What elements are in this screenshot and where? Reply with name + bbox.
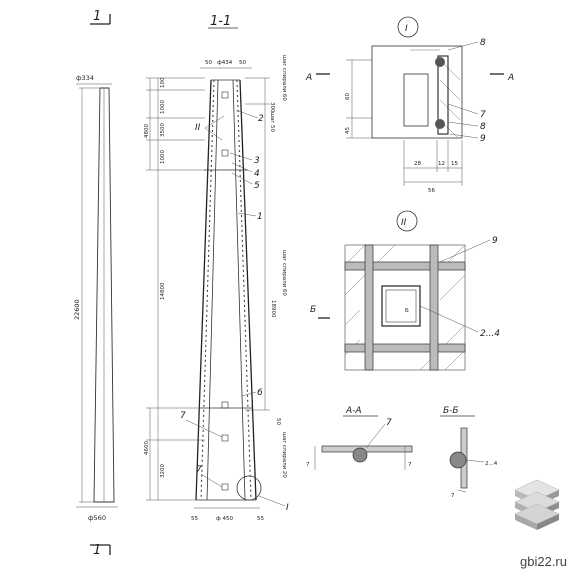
leader-5: 5 [254,181,260,191]
section-mark-bottom: 1 [93,543,101,558]
leader-7-upper: 7 [180,411,186,421]
detail-I-marker [397,16,419,38]
node-I-label: I [286,503,289,513]
bottom-dim-right: 55 [257,516,264,522]
section-B-B: Б-Б 2...4 7 [440,406,498,499]
detail-I-dim-12: 12 [438,161,445,167]
left-dimension-chain: 100 1000 4800 3500 1000 14800 4600 3200 [144,77,205,501]
elevation-dia-top: ф334 [76,74,94,82]
cut-B-left: Б [310,305,316,315]
section-mark-top: 1 [93,9,101,24]
text-step-top: шаг 50 [269,112,275,133]
detail-II: II Б Б 9 2...4 [310,210,500,371]
section-BB-leader-7: 7 [451,493,455,499]
leader-1: 1 [257,212,263,222]
text-spiral-mid: шаг спирали 60 [281,250,287,296]
dim-3500: 3500 [160,123,166,137]
top-dim-left: 50 [205,60,212,66]
dim-4600: 4600 [144,441,150,455]
leader-2: 2 [258,114,264,124]
section-BB-leader-2-4: 2...4 [485,461,498,467]
top-dim-right: 50 [239,60,246,66]
detail-I-label: I [405,24,408,34]
cut-A-right: А [507,73,514,83]
detail-II-marker [396,210,418,232]
section-BB-title: Б-Б [443,406,459,416]
section-leaders: II 2 3 4 5 1 6 7 7 [180,109,264,488]
section-title: 1-1 [210,14,231,29]
detail-I-leader-9: 9 [480,134,486,144]
detail-I-dim-28: 28 [414,161,421,167]
dim-300: 300 [269,102,275,113]
leader-node-II: II [195,123,201,133]
dim-50-right: 50 [275,418,281,425]
section-1-1: 1-1 50 ф434 50 [144,14,289,522]
detail-I-leader-8-top: 8 [480,38,486,48]
watermark: gbi22.ru [520,554,567,569]
leader-6: 6 [257,388,263,398]
leader-4: 4 [254,169,260,179]
dim-18900: 18900 [270,300,276,318]
bottom-dia: ф 450 [216,516,233,522]
dim-14800: 14800 [160,282,166,300]
detail-I-total: 56 [428,188,435,194]
section-AA-dim-left: 7 [306,462,310,468]
cut-B-inner: Б [405,308,409,314]
elevation-dia-bottom: ф560 [88,514,106,522]
text-spiral-bot: шаг спирали 20 [281,432,287,478]
dim-100: 100 [160,77,166,88]
node-I-marker [236,475,262,501]
elevation-view: 1 1 ф334 22600 ф560 [73,9,118,558]
right-annotations: 300 шаг спирали 60 шаг 50 18900 шаг спир… [245,55,287,478]
top-dia: ф434 [217,60,233,66]
detail-II-label: II [401,218,407,228]
cut-A-left: А [305,73,312,83]
dim-1000-top: 1000 [160,100,166,114]
detail-I-dim-15: 15 [451,161,458,167]
pole-wall-right [239,79,257,501]
detail-I: I А А 60 45 28 12 15 [305,16,514,194]
section-AA-title: А-А [345,406,362,416]
elevation-total-length: 22600 [73,299,81,320]
stacked-slabs-logo-icon [514,479,560,530]
leader-3: 3 [254,156,260,166]
section-A-A: А-А 7 7 7 [306,406,413,470]
pole-wall-left [195,79,212,501]
detail-I-dim-60: 60 [345,93,351,100]
leader-7-lower: 7 [196,465,202,475]
detail-I-leader-7: 7 [480,110,486,120]
section-AA-leader-7: 7 [386,418,392,428]
detail-I-leader-8: 8 [480,122,486,132]
section-AA-dim-right: 7 [408,462,412,468]
dim-1000-mid: 1000 [160,150,166,164]
dim-3200: 3200 [160,464,166,478]
bottom-dim-left: 55 [191,516,198,522]
pole-elevation [93,87,115,503]
text-spiral-top: шаг спирали 60 [281,55,287,101]
dim-4800: 4800 [144,124,150,138]
detail-II-leader-2-4: 2...4 [480,329,500,339]
detail-I-dim-45: 45 [345,127,351,134]
detail-II-leader-9: 9 [492,236,498,246]
